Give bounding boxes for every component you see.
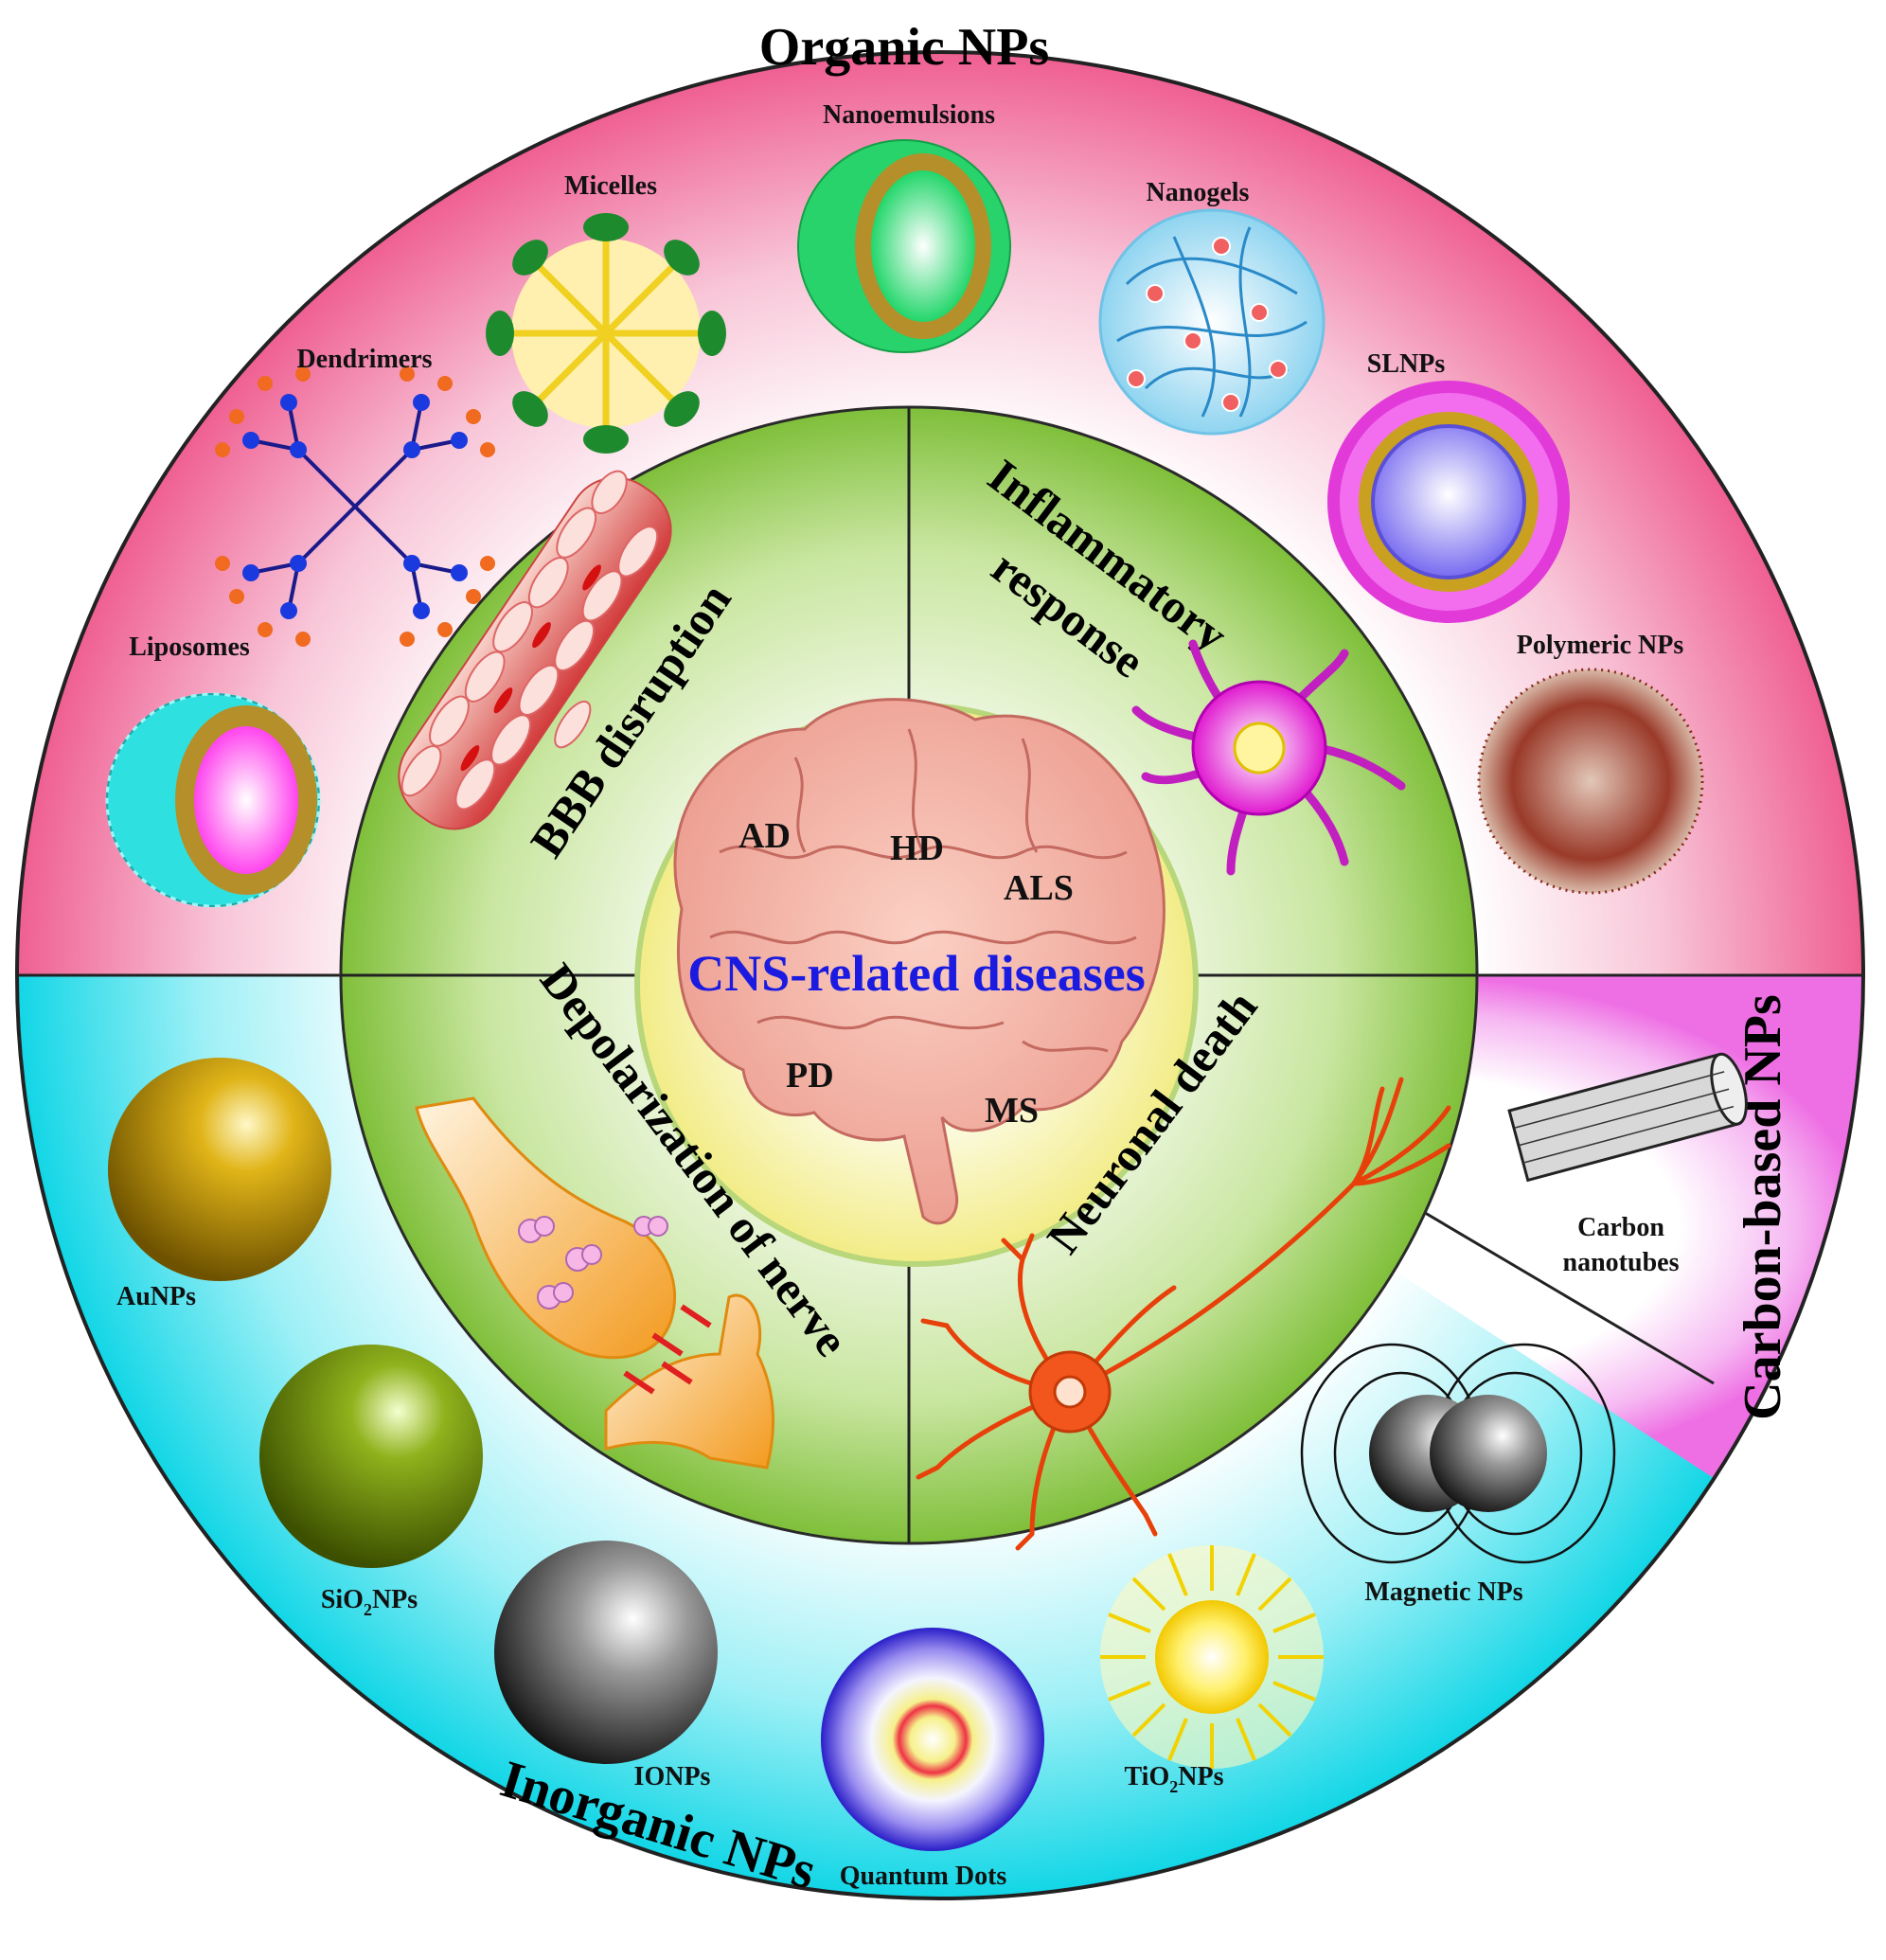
- carbon-nanotube-illustration: [1507, 1052, 1748, 1183]
- microglia-illustration: [1131, 639, 1406, 876]
- nanoemulsion-illustration: [797, 139, 1011, 353]
- label-carbon-nanotubes-line1: Carbon: [1577, 1213, 1664, 1242]
- quantum-dot-illustration: [821, 1628, 1044, 1851]
- category-organic: Organic NPs: [759, 18, 1049, 77]
- sio2-np-sphere: [259, 1345, 483, 1568]
- aunp-sphere: [108, 1058, 331, 1281]
- label-nanoemulsions: Nanoemulsions: [823, 100, 995, 130]
- label-polymeric-nps: Polymeric NPs: [1517, 631, 1684, 660]
- synapse-illustration: [415, 1096, 775, 1470]
- label-micelles: Micelles: [564, 171, 657, 201]
- center-disk: AD HD ALS PD MS CNS-related diseases: [634, 698, 1199, 1267]
- tio2-np-illustration: [1100, 1545, 1324, 1769]
- disease-label-ms: MS: [985, 1091, 1039, 1131]
- label-dendrimers: Dendrimers: [296, 345, 432, 374]
- disease-label-als: ALS: [1004, 868, 1074, 908]
- label-tio2-nps: TiO2NPs: [1125, 1762, 1224, 1796]
- nanogel-illustration: [1098, 208, 1326, 436]
- label-liposomes: Liposomes: [129, 633, 250, 662]
- slnp-illustration: [1327, 381, 1570, 623]
- label-nanogels: Nanogels: [1147, 178, 1250, 207]
- bbb-vessel-illustration: [398, 470, 672, 830]
- ring-divider-carbon: [1410, 1203, 1715, 1385]
- polymeric-np-illustration: [1477, 668, 1704, 895]
- magnetic-np-illustration: [1300, 1343, 1616, 1564]
- label-slnps: SLNPs: [1367, 349, 1446, 379]
- label-sio2-nps: SiO2NPs: [321, 1585, 418, 1619]
- disease-label-hd: HD: [890, 829, 944, 868]
- liposome-illustration: [105, 692, 321, 908]
- micelle-illustration: [486, 213, 726, 454]
- label-carbon-nanotubes-line2: nanotubes: [1563, 1248, 1680, 1277]
- category-carbon: Carbon-based NPs: [1734, 994, 1792, 1420]
- disease-label-pd: PD: [786, 1056, 834, 1096]
- label-quantum-dots: Quantum Dots: [840, 1862, 1007, 1891]
- center-title: CNS-related diseases: [687, 945, 1145, 1002]
- label-magnetic-nps: Magnetic NPs: [1364, 1577, 1522, 1607]
- ionp-sphere: [494, 1541, 718, 1764]
- label-aunps: AuNPs: [116, 1282, 196, 1311]
- brain-illustration: [673, 698, 1165, 1225]
- disease-label-ad: AD: [738, 816, 791, 856]
- neuron-illustration: [916, 1077, 1451, 1551]
- dendrimer-illustration: [215, 366, 495, 647]
- label-ionps: IONPs: [634, 1762, 711, 1791]
